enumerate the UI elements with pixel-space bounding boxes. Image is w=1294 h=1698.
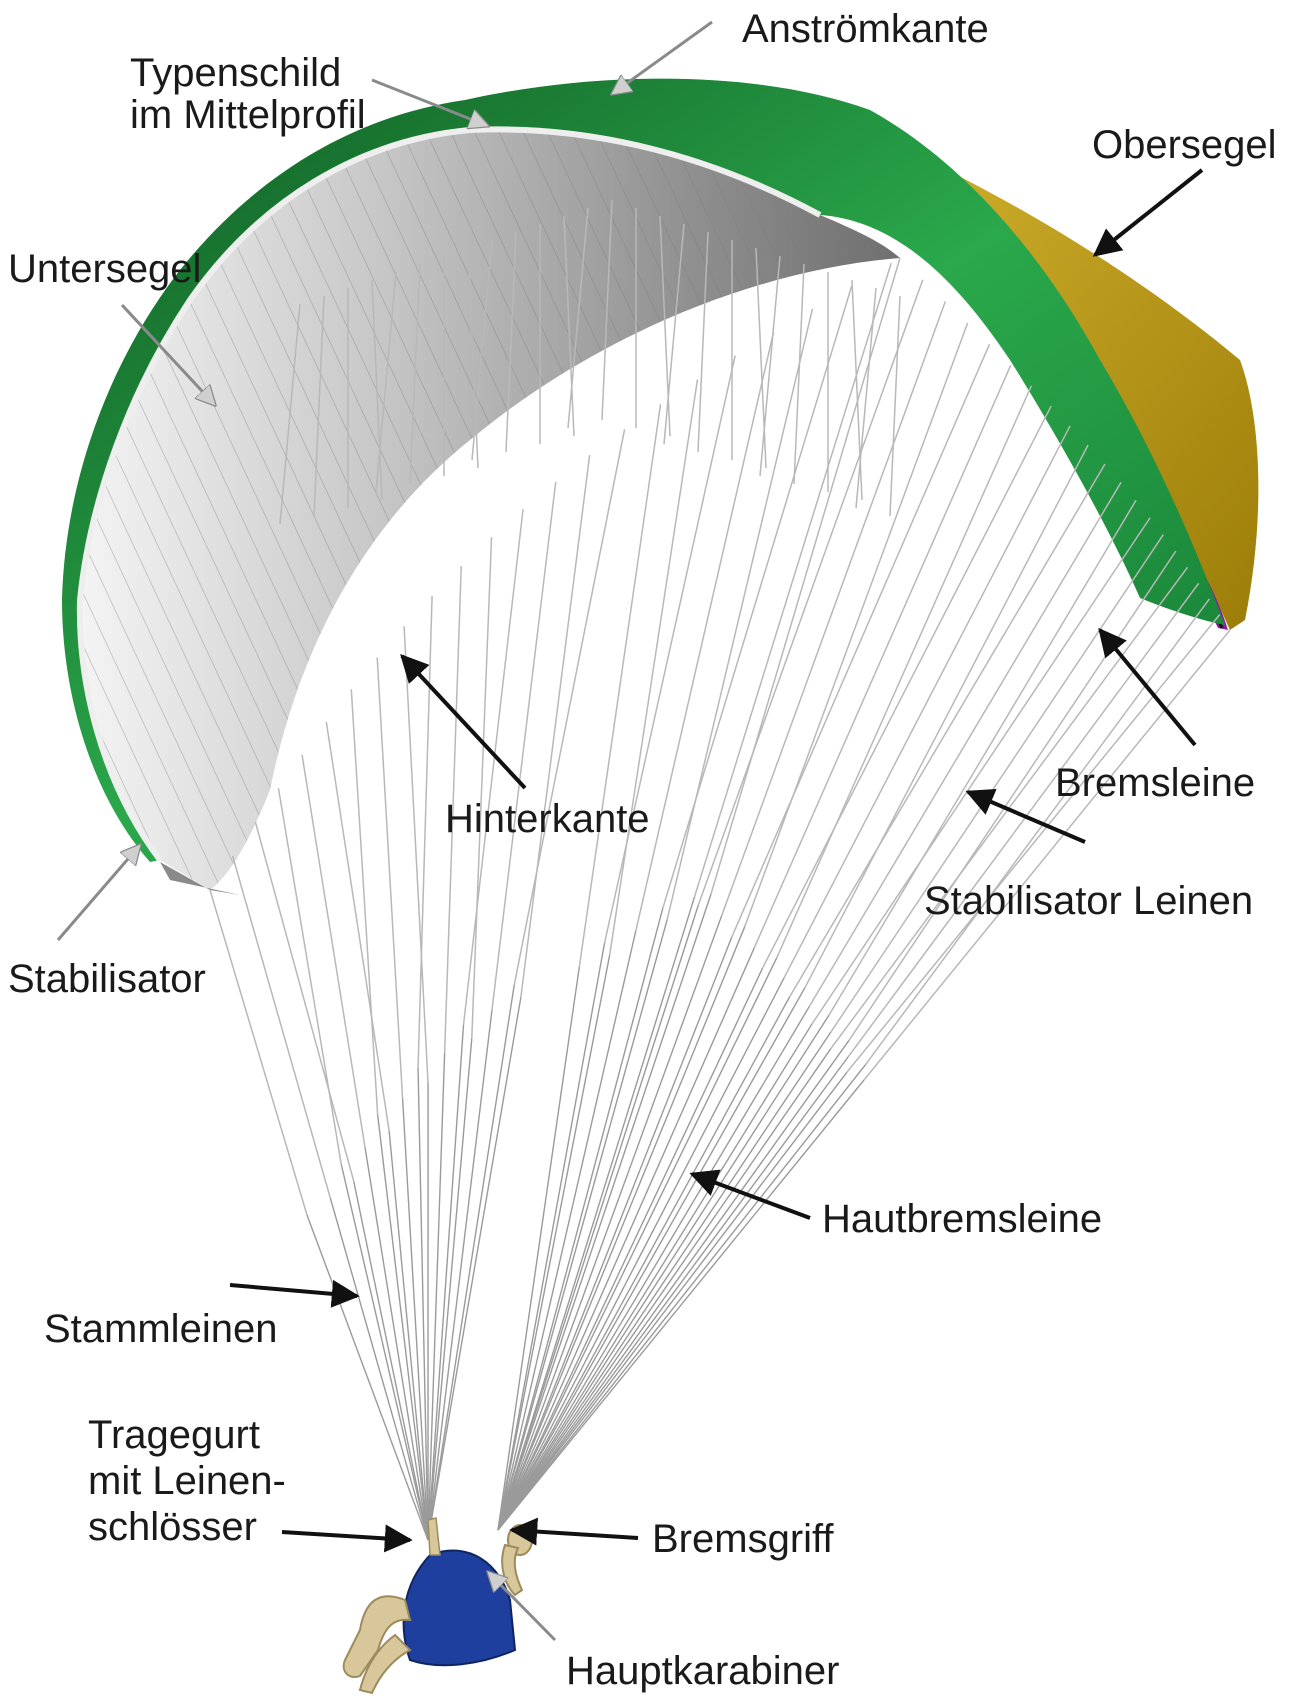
suspension-line xyxy=(278,788,341,1164)
suspension-line xyxy=(829,500,1136,1015)
label-stabilisator: Stabilisator xyxy=(8,957,206,1001)
suspension-line xyxy=(636,332,774,931)
label-hauptkarabiner: Hauptkarabiner xyxy=(566,1649,840,1693)
suspension-line xyxy=(428,985,514,1540)
suspension-line xyxy=(377,657,402,1098)
suspension-line xyxy=(255,822,353,1181)
suspension-line xyxy=(307,1215,428,1540)
suspension-line xyxy=(418,596,432,1068)
suspension-line xyxy=(777,386,1032,958)
label-stammleinen: Stammleinen xyxy=(44,1307,277,1351)
suspension-line xyxy=(521,455,590,997)
suspension-line xyxy=(351,689,377,1114)
suspension-line xyxy=(498,988,805,1530)
suspension-line xyxy=(498,948,754,1530)
suspension-line xyxy=(711,258,900,894)
suspension-line xyxy=(498,1057,848,1530)
arrow-stabilisator xyxy=(58,845,140,940)
suspension-line xyxy=(498,1064,866,1530)
suspension-line xyxy=(330,1198,428,1540)
pilot xyxy=(344,1518,532,1693)
suspension-line xyxy=(498,978,784,1530)
suspension-line xyxy=(498,1006,810,1530)
cascade-line xyxy=(760,256,780,476)
suspension-line xyxy=(848,583,1198,1056)
suspension-line xyxy=(732,344,990,937)
suspension-line xyxy=(722,301,946,915)
suspension-line xyxy=(667,309,812,920)
arrow-obersegel xyxy=(1095,170,1202,255)
harness xyxy=(404,1551,515,1666)
label-untersegel: Untersegel xyxy=(8,247,201,291)
label-hautbremsleine: Hautbremsleine xyxy=(822,1197,1102,1241)
label-tragegurt-line2: mit Leinen- xyxy=(88,1459,286,1503)
suspension-line xyxy=(663,286,852,908)
arrow-stammleinen xyxy=(230,1285,357,1296)
suspension-line xyxy=(695,263,892,896)
cascade-line xyxy=(890,296,900,516)
suspension-line xyxy=(579,404,660,967)
label-typenschild-line2: im Mittelprofil xyxy=(130,93,366,137)
arrow-hinterkante xyxy=(402,656,525,788)
suspension-line xyxy=(354,1181,428,1540)
suspension-line xyxy=(498,1041,849,1530)
suspension-line xyxy=(847,615,1220,1073)
suspension-line xyxy=(428,998,521,1540)
label-bremsgriff: Bremsgriff xyxy=(652,1517,834,1561)
suspension-line xyxy=(428,1039,472,1540)
suspension-line xyxy=(302,755,365,1148)
label-tragegurt-line1: Tragegurt xyxy=(88,1413,260,1457)
suspension-line xyxy=(498,926,745,1530)
arrow-hautbremsleine xyxy=(692,1174,810,1218)
cascade-line xyxy=(794,264,804,484)
label-tragegurt-line3: schlösser xyxy=(88,1505,257,1549)
suspension-line xyxy=(498,908,663,1530)
suspension-line xyxy=(866,599,1210,1065)
suspension-line xyxy=(492,482,556,1011)
label-anstroemkante: Anströmkante xyxy=(742,7,989,51)
suspension-line xyxy=(864,630,1230,1080)
suspension-line xyxy=(754,365,1010,947)
label-typenschild-line1: Typenschild xyxy=(130,51,341,95)
suspension-line xyxy=(428,1025,464,1540)
label-obersegel: Obersegel xyxy=(1092,123,1277,167)
label-bremsleine: Bremsleine xyxy=(1055,761,1255,805)
suspension-line xyxy=(498,894,711,1530)
label-hinterkante: Hinterkante xyxy=(445,797,650,841)
suspension-line xyxy=(472,537,492,1038)
suspension-line xyxy=(233,856,331,1198)
suspension-line xyxy=(498,1049,831,1530)
suspension-line xyxy=(514,429,624,984)
suspension-line xyxy=(341,1164,428,1540)
suspension-line xyxy=(464,509,524,1024)
suspension-line xyxy=(210,890,307,1215)
label-stabilisator-leinen: Stabilisator Leinen xyxy=(924,879,1253,923)
arrow-tragegurt xyxy=(282,1532,410,1540)
